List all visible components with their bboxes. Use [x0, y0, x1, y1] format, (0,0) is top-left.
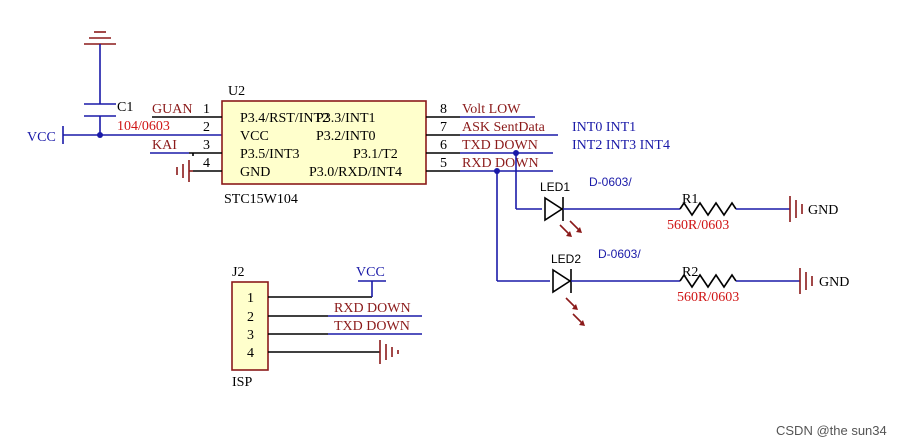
net-guan: GUAN [152, 102, 192, 117]
j2-ref: J2 [232, 265, 244, 280]
r2-resistor [679, 273, 800, 289]
u2-pin5-name: P3.0/RXD/INT4 [309, 165, 402, 180]
r2-value: 560R/0603 [677, 290, 739, 305]
note-line2: INT2 INT3 INT4 [572, 138, 670, 153]
led2-ref: LED2 [551, 252, 581, 266]
led1-ref: LED1 [540, 180, 570, 194]
net-rxd-down: RXD DOWN [462, 156, 539, 171]
u2-pin5-num: 5 [440, 156, 447, 171]
u2-right-pins [426, 116, 558, 172]
vcc-port-left [62, 126, 222, 144]
led2-value: D-0603/ [598, 247, 641, 261]
u2-pin4-name: GND [240, 165, 270, 180]
net-txd-down: TXD DOWN [462, 138, 538, 153]
led1-value: D-0603/ [589, 175, 632, 189]
r1-value: 560R/0603 [667, 218, 729, 233]
c1-capacitor [84, 31, 116, 135]
u2-pin6-num: 6 [440, 138, 447, 153]
u2-pin7-name: P3.2/INT0 [316, 129, 376, 144]
u2-pin8-num: 8 [440, 102, 447, 117]
note-line1: INT0 INT1 [572, 120, 636, 135]
r2-ref: R2 [682, 265, 698, 280]
u2-pin2-name: VCC [240, 129, 269, 144]
c1-value: 104/0603 [117, 119, 170, 134]
j2-pin2-num: 2 [247, 310, 254, 325]
led2-symbol [552, 268, 680, 326]
c1-ref: C1 [117, 100, 133, 115]
u2-pin3-name: P3.5/INT3 [240, 147, 300, 162]
gnd-label-r2: GND [819, 275, 849, 290]
j2-pin1-num: 1 [247, 291, 254, 306]
r1-resistor [679, 201, 790, 217]
u2-ref: U2 [228, 84, 245, 99]
led1-symbol [544, 196, 680, 237]
u2-pin7-num: 7 [440, 120, 447, 135]
watermark: CSDN @the sun34 [776, 423, 887, 438]
u2-pin8-name: P3.3/INT1 [316, 111, 376, 126]
u2-pin1-num: 1 [203, 102, 210, 117]
u2-pin2-num: 2 [203, 120, 210, 135]
net-kai: KAI [152, 138, 177, 153]
u2-pin1-name: P3.4/RST/INT2 [240, 111, 329, 126]
j2-pin3-num: 3 [247, 328, 254, 343]
u2-pin3-num: 3 [203, 138, 210, 153]
j2-name: ISP [232, 375, 252, 390]
vcc-label-j2: VCC [356, 265, 385, 280]
vcc-label-left: VCC [27, 130, 56, 145]
j2-body [231, 281, 269, 371]
gnd-label-r1: GND [808, 203, 838, 218]
gnd-symbol-r1 [789, 196, 803, 222]
j2-pin4-num: 4 [247, 346, 254, 361]
u2-left-pins [152, 116, 222, 172]
net-volt-low: Volt LOW [462, 102, 521, 117]
u2-body [221, 100, 427, 185]
u2-part: STC15W104 [224, 192, 298, 207]
j2-net-rxd-down: RXD DOWN [334, 301, 411, 316]
j2-pin-wires [268, 280, 422, 353]
u2-gnd-symbol [176, 160, 193, 182]
u2-pin4-num: 4 [203, 156, 210, 171]
gnd-symbol-j2 [379, 340, 399, 364]
net-ask-sentdata: ASK SentData [462, 120, 546, 135]
gnd-symbol-r2 [799, 268, 813, 294]
r1-ref: R1 [682, 192, 698, 207]
j2-net-txd-down: TXD DOWN [334, 319, 410, 334]
led-branch-wires [494, 150, 550, 282]
u2-pin6-name: P3.1/T2 [353, 147, 398, 162]
